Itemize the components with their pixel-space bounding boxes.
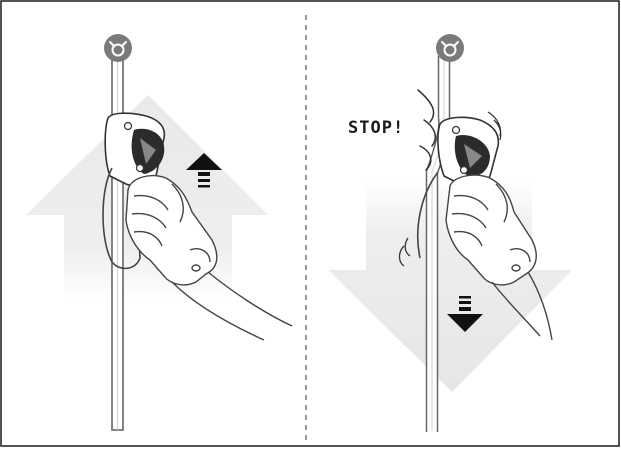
anchor-icon (436, 34, 464, 62)
stop-label: STOP! (348, 118, 404, 138)
anchor-icon (104, 34, 132, 62)
